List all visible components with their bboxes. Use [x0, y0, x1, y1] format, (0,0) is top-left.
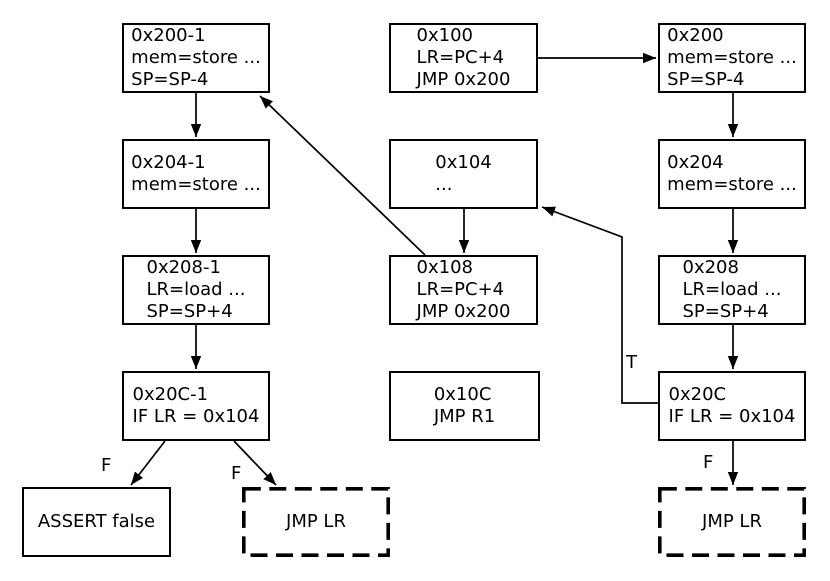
- node-0x200-1: 0x200-1 mem=store ... SP=SP-4: [122, 23, 270, 93]
- node-0x20C-1: 0x20C-1 IF LR = 0x104: [122, 371, 270, 441]
- node-line: 0x204: [667, 152, 724, 173]
- node-line: SP=SP+4: [146, 301, 233, 322]
- node-line: IF LR = 0x104: [132, 406, 260, 427]
- node-jmp-lr-left: JMP LR: [242, 487, 390, 557]
- node-line: 0x100: [416, 25, 474, 46]
- edge-0x20C-1-to-assert: [130, 440, 166, 486]
- node-line: JMP 0x200: [416, 301, 511, 322]
- node-line: JMP LR: [702, 511, 762, 532]
- node-line: mem=store ...: [131, 47, 261, 68]
- node-line: LR=PC+4: [416, 279, 505, 300]
- node-line: JMP 0x200: [416, 69, 511, 90]
- node-line: mem=store ...: [667, 174, 797, 195]
- node-line: SP=SP-4: [667, 69, 745, 90]
- node-line: LR=PC+4: [416, 47, 505, 68]
- node-line: SP=SP+4: [682, 301, 769, 322]
- node-0x204: 0x204 mem=store ...: [658, 139, 806, 209]
- node-line: mem=store ...: [667, 47, 797, 68]
- node-jmp-lr-right: JMP LR: [658, 487, 806, 557]
- node-line: 0x208-1: [146, 257, 221, 278]
- node-line: 0x200: [667, 25, 724, 46]
- node-line: 0x200-1: [131, 25, 206, 46]
- node-0x10C: 0x10C JMP R1: [389, 371, 540, 441]
- node-0x104: 0x104 ...: [389, 139, 538, 209]
- edge-label-false-assert: F: [101, 455, 112, 476]
- node-0x100: 0x100 LR=PC+4 JMP 0x200: [389, 23, 538, 93]
- node-line: LR=load ...: [682, 279, 782, 300]
- node-0x108: 0x108 LR=PC+4 JMP 0x200: [389, 255, 538, 325]
- node-line: ...: [435, 174, 453, 195]
- node-0x208: 0x208 LR=load ... SP=SP+4: [658, 255, 806, 325]
- node-line: 0x10C: [433, 384, 492, 405]
- node-line: ASSERT false: [37, 511, 156, 532]
- node-line: 0x104: [435, 152, 492, 173]
- node-line: JMP R1: [433, 406, 496, 427]
- node-0x200: 0x200 mem=store ... SP=SP-4: [658, 23, 806, 93]
- node-line: IF LR = 0x104: [668, 406, 796, 427]
- node-0x208-1: 0x208-1 LR=load ... SP=SP+4: [122, 255, 270, 325]
- edge-label-true: T: [626, 352, 637, 373]
- node-0x204-1: 0x204-1 mem=store ...: [122, 139, 270, 209]
- node-line: mem=store ...: [131, 174, 261, 195]
- node-line: 0x204-1: [131, 152, 206, 173]
- node-line: LR=load ...: [146, 279, 246, 300]
- edge-0x20C-to-0x104-true-branch: [541, 206, 658, 404]
- node-line: 0x208: [682, 257, 739, 278]
- node-line: 0x108: [416, 257, 474, 278]
- edge-label-false-jmp-right: F: [703, 452, 714, 473]
- node-line: 0x20C: [668, 384, 727, 405]
- node-line: JMP LR: [286, 511, 346, 532]
- node-0x20C: 0x20C IF LR = 0x104: [658, 371, 806, 441]
- node-line: SP=SP-4: [131, 69, 209, 90]
- edge-label-false-jmp-left: F: [231, 463, 242, 484]
- node-line: 0x20C-1: [132, 384, 209, 405]
- node-assert-false: ASSERT false: [22, 487, 171, 557]
